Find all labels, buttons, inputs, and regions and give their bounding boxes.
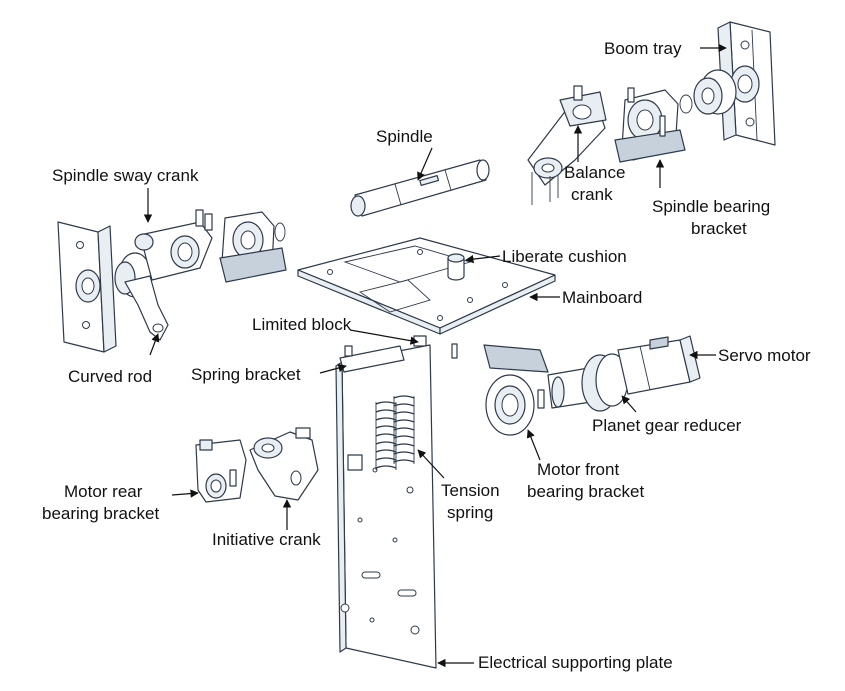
leader-lines <box>143 43 727 668</box>
planet-gear-reducer <box>547 353 629 412</box>
label-boom-tray: Boom tray <box>604 39 682 58</box>
leader-liberate-cushion <box>465 254 501 264</box>
leader-motor-rear-bearing-bracket <box>171 489 199 498</box>
label-balance-crank-line2: crank <box>571 185 613 204</box>
label-electrical-supporting-plate: Electrical supporting plate <box>478 653 673 672</box>
label-initiative-crank: Initiative crank <box>212 530 321 549</box>
label-planet-gear-reducer: Planet gear reducer <box>592 416 742 435</box>
curved-rod <box>124 275 169 341</box>
label-limited-block: Limited block <box>252 315 352 334</box>
initiative-crank <box>249 427 319 501</box>
motor-rear-bearing-bracket <box>195 439 247 503</box>
electrical-supporting-plate <box>335 344 437 669</box>
label-motor-rear-bearing-bracket-line2: bearing bracket <box>42 504 159 523</box>
left-bearing-bracket <box>219 211 287 283</box>
balance-crank <box>527 85 607 205</box>
motor-front-bearing-bracket <box>483 344 549 436</box>
label-liberate-cushion: Liberate cushion <box>502 247 627 266</box>
labels: Boom tray Spindle Spindle sway crank Bal… <box>42 39 811 672</box>
label-motor-rear-bearing-bracket-line1: Motor rear <box>64 482 143 501</box>
label-spindle: Spindle <box>376 127 433 146</box>
spindle <box>350 159 490 217</box>
label-spindle-bearing-bracket-line2: bracket <box>691 219 747 238</box>
leader-tension-spring <box>417 449 445 479</box>
leader-limited-block <box>349 329 419 345</box>
label-motor-front-bearing-bracket-line2: bearing bracket <box>527 482 644 501</box>
leader-spring-bracket <box>319 363 347 374</box>
label-spindle-sway-crank: Spindle sway crank <box>52 166 199 185</box>
label-servo-motor: Servo motor <box>718 346 811 365</box>
label-balance-crank-line1: Balance <box>564 163 625 182</box>
spindle-bearing-bracket <box>614 87 686 163</box>
leader-spindle <box>417 147 433 181</box>
leader-planet-gear-reducer <box>621 395 637 413</box>
liberate-cushion <box>447 253 465 281</box>
leader-motor-front-bearing-bracket <box>526 429 541 461</box>
label-mainboard: Mainboard <box>562 288 642 307</box>
left-side-plate <box>57 221 117 353</box>
label-spring-bracket: Spring bracket <box>191 365 301 384</box>
tension-spring <box>375 395 415 470</box>
label-curved-rod: Curved rod <box>68 367 152 386</box>
label-spindle-bearing-bracket-line1: Spindle bearing <box>652 197 770 216</box>
boom-tray <box>679 21 776 146</box>
label-motor-front-bearing-bracket-line1: Motor front <box>537 460 619 479</box>
servo-motor <box>617 335 701 395</box>
leader-curved-rod <box>149 333 160 356</box>
label-tension-spring-line1: Tension <box>441 481 500 500</box>
label-tension-spring-line2: spring <box>447 503 493 522</box>
